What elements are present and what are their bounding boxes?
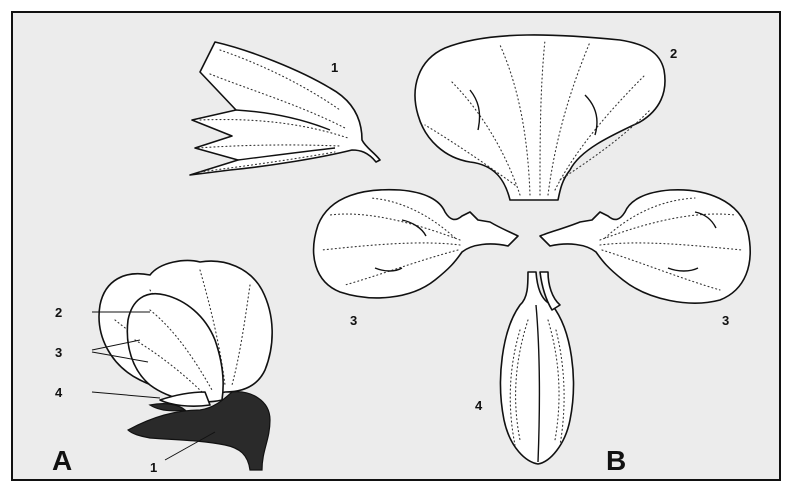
calyx-label-a: 1 (150, 460, 157, 475)
right-wing-label: 3 (722, 313, 729, 328)
left-wing-label: 3 (350, 313, 357, 328)
intact-flower-drawing (99, 261, 272, 470)
keel-label-a: 4 (55, 385, 63, 400)
calyx-label: 1 (331, 60, 338, 75)
right-wing-petal-drawing (540, 190, 750, 303)
standard-label-a: 2 (55, 305, 62, 320)
wing-label-a: 3 (55, 345, 62, 360)
calyx-drawing (190, 42, 380, 175)
left-wing-petal-drawing (314, 190, 518, 298)
panel-b-label: B (606, 445, 626, 476)
standard-petal-drawing (415, 35, 665, 200)
standard-label: 2 (670, 46, 677, 61)
panel-a-label: A (52, 445, 72, 476)
keel-label: 4 (475, 398, 483, 413)
keel-drawing (501, 272, 574, 464)
leader-line-4 (92, 392, 160, 398)
